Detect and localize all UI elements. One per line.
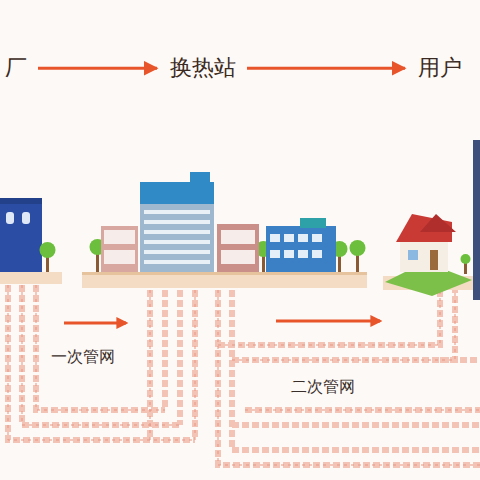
ground-strips-part: [82, 272, 367, 288]
station-buildings-part-part: [298, 234, 308, 242]
pipe-network-part-part: [8, 285, 195, 440]
pipe-network-part-part: [22, 285, 180, 425]
pipe-network-part-part: [195, 290, 196, 440]
trees-part: [356, 254, 359, 272]
user-house-part: [408, 250, 418, 260]
user-tower-part: [473, 140, 480, 300]
user-house: [385, 214, 472, 296]
flow-arrows-part: [64, 322, 126, 325]
flow-step: 厂: [2, 53, 30, 83]
station-buildings-part: [140, 182, 214, 272]
station-buildings-part-part: [312, 250, 322, 258]
heat-plant-building-part: [6, 212, 14, 224]
station-buildings-part-part: [144, 230, 210, 234]
station-buildings-part: [140, 182, 214, 204]
pipe-network-part-part: [192, 290, 198, 440]
station-buildings-part: [221, 230, 255, 244]
station-buildings-part-part: [144, 260, 210, 264]
station-buildings-part: [270, 234, 322, 258]
pipe-network-part-part: [245, 407, 480, 413]
station-buildings-part-part: [144, 240, 210, 244]
user-tower: [473, 140, 480, 300]
network-label: 二次管网: [288, 376, 358, 397]
station-buildings-part: [104, 230, 135, 244]
pipe-network-part-part: [232, 290, 455, 360]
step-label: 厂: [5, 55, 27, 81]
pipe-network-part-part: [218, 290, 440, 345]
station-buildings-part-part: [284, 234, 294, 242]
station-buildings-part-part: [270, 234, 280, 242]
station-buildings-part-part: [298, 250, 308, 258]
pipe-network-part-part: [36, 285, 165, 410]
pipe-network-part-part: [177, 290, 183, 425]
pipe-network-part-part: [218, 290, 480, 465]
ground-strips-part: [82, 272, 367, 275]
pipe-network-part-part: [22, 285, 180, 425]
pipe-network-part-part: [245, 410, 480, 411]
pipe-network-part-part: [162, 290, 168, 410]
flow-arrows-part: [276, 320, 380, 323]
step-label: 用户: [418, 55, 462, 81]
flow-step: 用户: [415, 53, 465, 83]
station-buildings-part-part: [312, 234, 322, 242]
user-house-part: [400, 240, 448, 272]
station-buildings: [101, 172, 336, 272]
flow-arrow: [38, 67, 157, 70]
pipe-network-part-part: [147, 290, 153, 440]
pipe-network: [8, 285, 480, 465]
station-buildings-part: [266, 226, 336, 272]
station-buildings-part: [221, 250, 255, 264]
station-buildings-part: [101, 226, 138, 272]
station-buildings-part-part: [284, 250, 294, 258]
pipe-network-part-part: [150, 290, 151, 440]
step-label: 换热站: [170, 55, 236, 81]
pipe-network-part-part: [8, 285, 195, 440]
pipe-network-part-part: [232, 290, 455, 360]
trees-part: [350, 240, 366, 256]
station-buildings-part: [144, 210, 210, 264]
station-buildings-part: [190, 172, 210, 184]
heat-plant-building-part: [22, 212, 30, 224]
station-buildings-part: [217, 224, 259, 272]
pipe-network-part: [8, 285, 480, 465]
station-buildings-part-part: [144, 210, 210, 214]
station-buildings-part-part: [144, 220, 210, 224]
pipe-network-part-part: [440, 357, 480, 363]
pipe-network-part-part: [218, 290, 480, 465]
station-buildings-part: [300, 218, 326, 228]
heat-plant-building-part: [0, 198, 42, 272]
trees-part: [40, 242, 56, 258]
user-house-part: [461, 254, 471, 264]
user-house-part: [430, 250, 438, 270]
pipe-network-part: [8, 285, 480, 465]
flow-arrows: [64, 321, 380, 323]
heat-plant-building-part: [0, 198, 42, 204]
pipe-network-part-part: [218, 290, 440, 345]
station-buildings-part: [104, 250, 135, 264]
network-label: 一次管网: [48, 346, 118, 367]
flow-arrow: [247, 67, 405, 70]
user-house-part: [420, 214, 456, 232]
flow-step: 换热站: [167, 53, 239, 83]
station-buildings-part-part: [144, 250, 210, 254]
ground-strips-part: [0, 272, 62, 284]
heat-plant-building: [0, 198, 42, 272]
pipe-network-part-part: [232, 422, 480, 428]
pipe-network-part-part: [36, 285, 165, 410]
station-buildings-part-part: [270, 250, 280, 258]
